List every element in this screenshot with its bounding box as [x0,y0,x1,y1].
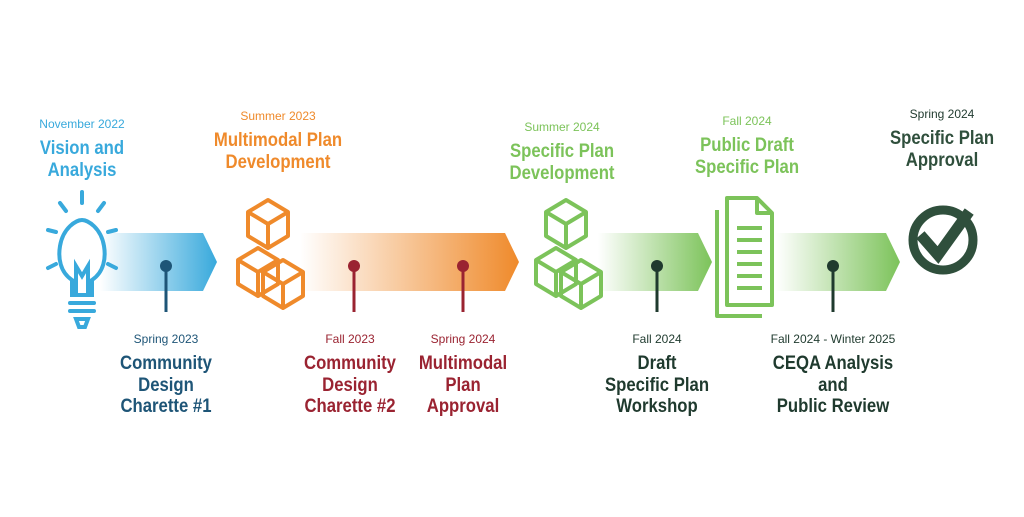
milestone-title: Multimodal Plan Development [213,129,343,173]
milestone-date: Fall 2024 - Winter 2025 [770,332,896,346]
milestone-date: Summer 2024 [524,120,600,134]
checkmark-circle-icon [908,205,978,275]
milestone-title: Public Draft Specific Plan [694,134,800,178]
milestone-multimodal-plan-development: Summer 2023 Multimodal Plan Development [203,109,353,173]
milestone-title: Specific Plan Development [509,140,615,184]
milestone-multimodal-plan-approval: Spring 2024 Multimodal Plan Approval [408,332,518,418]
milestone-specific-plan-development: Summer 2024 Specific Plan Development [497,120,627,184]
milestone-title: Draft Specific Plan Workshop [604,352,710,418]
milestone-community-design-charette-2: Fall 2023 Community Design Charette #2 [290,332,410,418]
cubes-icon-orange [236,198,305,310]
milestone-title: Community Design Charette #2 [304,352,396,418]
cubes-icon-green [534,198,603,310]
milestone-date: Spring 2024 [909,107,975,121]
timeline-arrow-segment-1 [100,233,217,291]
milestone-ceqa-analysis-public-review: Fall 2024 - Winter 2025 CEQA Analysis an… [758,332,908,418]
timeline-pin-2 [348,260,360,312]
milestone-date: Fall 2024 [722,114,772,128]
milestone-vision-analysis: November 2022 Vision and Analysis [30,117,134,181]
timeline-pin-1 [160,260,172,312]
milestone-date: November 2022 [39,117,125,131]
milestone-draft-specific-plan-workshop: Fall 2024 Draft Specific Plan Workshop [587,332,727,418]
milestone-public-draft-specific-plan: Fall 2024 Public Draft Specific Plan [682,114,812,178]
document-icon [715,196,774,318]
timeline-arrow-segment-4 [776,233,900,291]
milestone-title: Multimodal Plan Approval [418,352,508,418]
milestone-title: Vision and Analysis [39,137,125,181]
milestone-title: Community Design Charette #1 [120,352,212,418]
timeline-pin-5 [827,260,839,312]
milestone-date: Fall 2024 [632,332,682,346]
milestone-title: CEQA Analysis and Public Review [772,352,894,418]
lightbulb-icon [46,190,118,329]
milestone-date: Fall 2023 [325,332,375,346]
milestone-date: Summer 2023 [240,109,316,123]
timeline-arrow-segment-2 [300,233,519,291]
milestone-date: Spring 2023 [133,332,199,346]
milestone-community-design-charette-1: Spring 2023 Community Design Charette #1 [106,332,226,418]
timeline-pin-3 [457,260,469,312]
milestone-date: Spring 2024 [430,332,496,346]
milestone-title: Specific Plan Approval [889,127,995,171]
milestone-specific-plan-approval: Spring 2024 Specific Plan Approval [877,107,1007,171]
timeline-pin-4 [651,260,663,312]
